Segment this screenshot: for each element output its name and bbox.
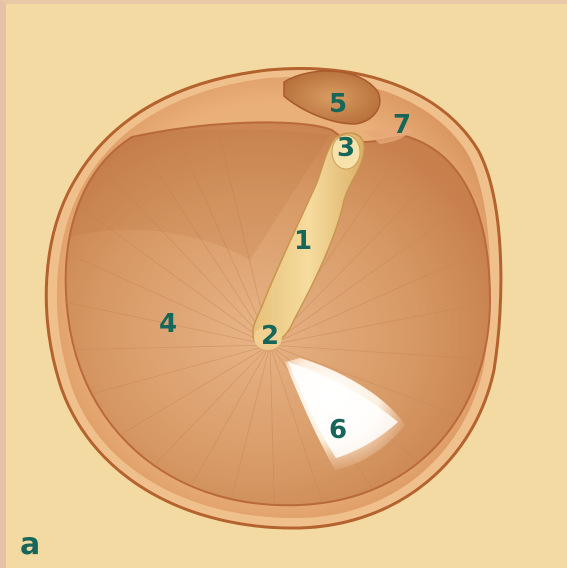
label-3-lateral-process: 3 [337, 135, 355, 161]
label-4-pars-tensa: 4 [159, 311, 177, 337]
label-6-cone-of-light: 6 [329, 417, 347, 443]
label-2-umbo: 2 [261, 323, 279, 349]
label-1-handle-of-malleus: 1 [294, 228, 312, 254]
panel-label: a [20, 530, 40, 560]
label-5-pars-flaccida: 5 [329, 91, 347, 117]
label-7-malleolar-fold: 7 [393, 112, 411, 138]
